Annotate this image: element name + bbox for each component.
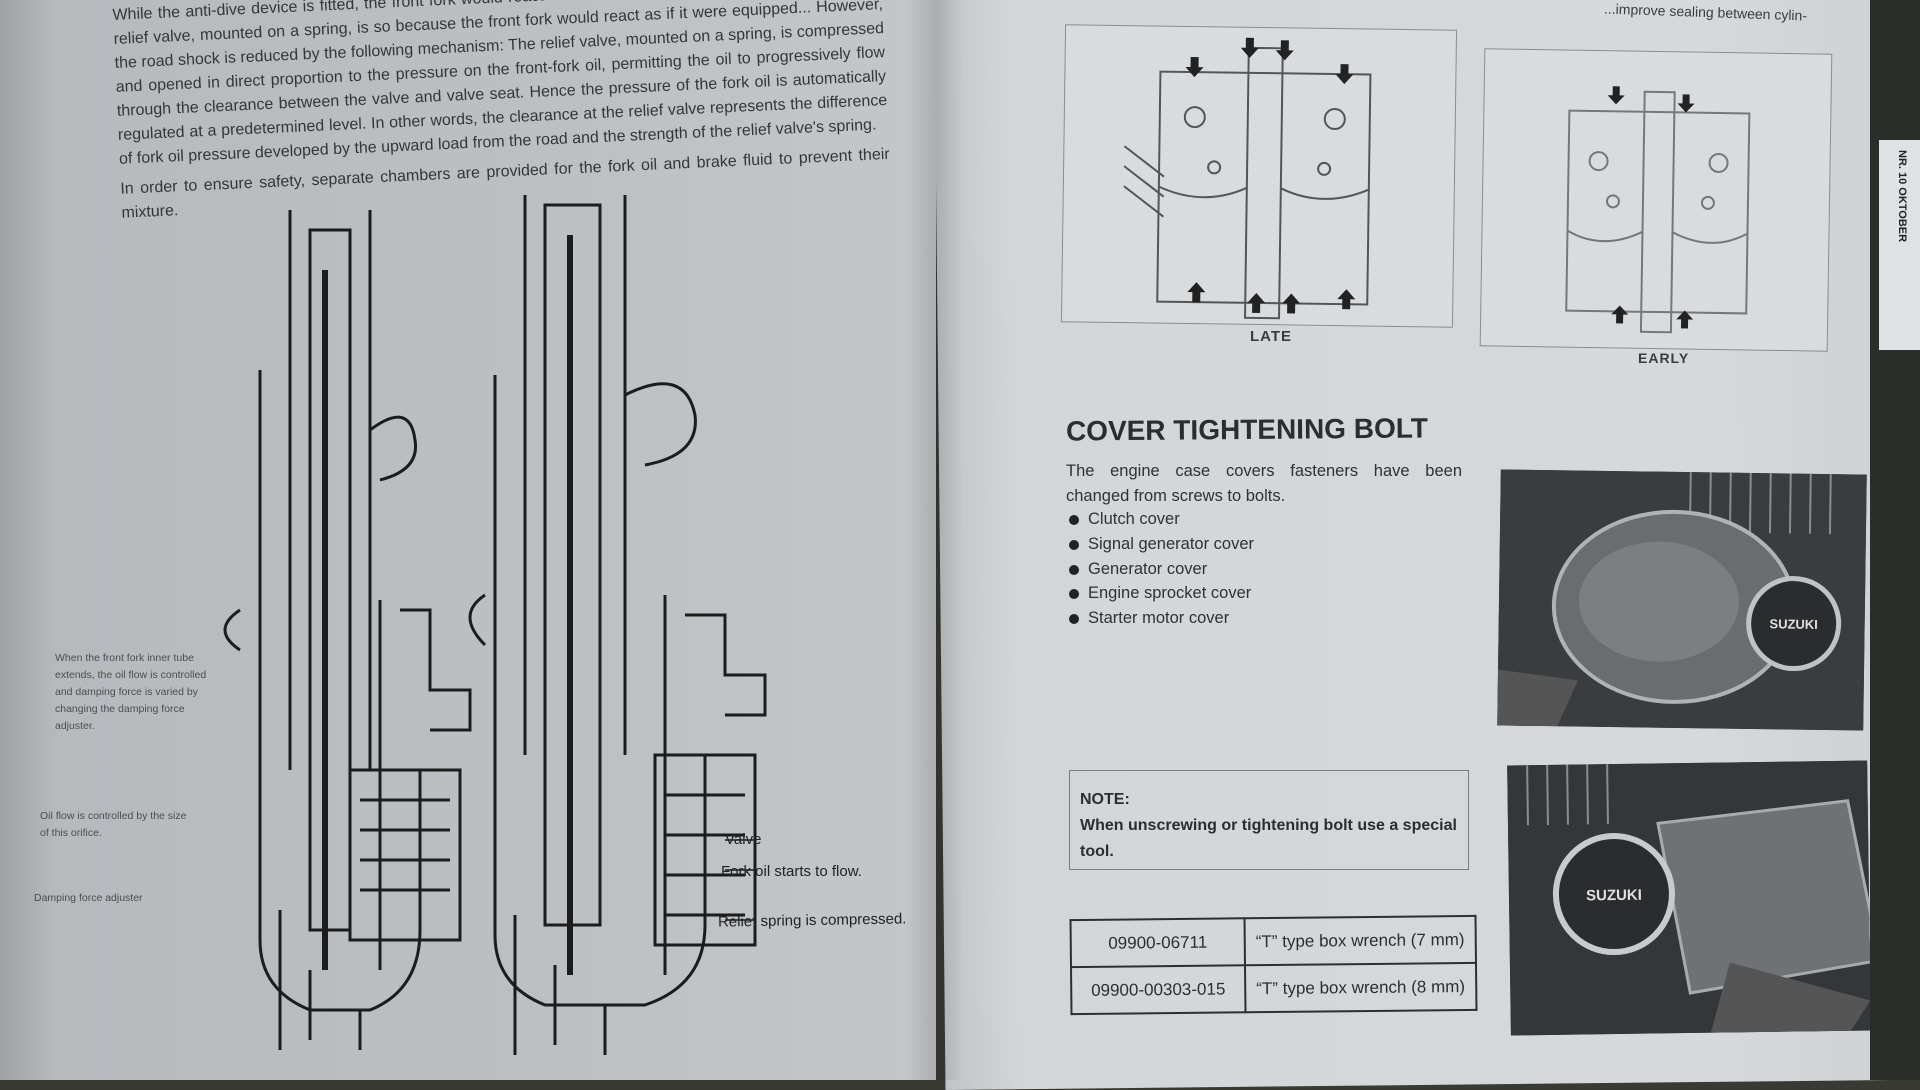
magazine-cover [1879,140,1920,350]
section-paragraph: The engine case covers fasteners have be… [1066,462,1462,505]
note-body: When unscrewing or tightening bolt use a… [1080,817,1457,860]
list-item: Generator cover [1066,557,1254,582]
list-item: Clutch cover [1066,507,1254,532]
section-heading: COVER TIGHTENING BOLT [1065,412,1429,447]
diagram-label-late: LATE [1250,328,1293,345]
cover-list: Clutch cover Signal generator cover Gene… [1066,507,1254,631]
tool-description: “T” type box wrench (7 mm) [1244,915,1476,966]
diagram-late [1060,24,1458,328]
book-gutter [905,0,965,1080]
note-title: NOTE: [1080,791,1130,808]
fork-cutaway-left [223,210,472,1050]
suzuki-logo: SUZUKI [1769,616,1818,632]
magazine-text: NR. 10 OKTOBER [1896,150,1908,243]
part-number: 09900-00303-015 [1071,965,1246,1015]
engine-photo-clutch: SUZUKI [1497,469,1867,731]
engine-photo-generator: SUZUKI [1507,760,1871,1036]
diagram-early [1479,48,1833,352]
tool-description: “T” type box wrench (8 mm) [1245,962,1477,1013]
list-item: Starter motor cover [1066,606,1254,631]
fork-cutaway-right [468,195,767,1055]
part-number: 09900-06711 [1070,918,1246,968]
suzuki-logo: SUZUKI [1586,887,1642,905]
list-item: Engine sprocket cover [1066,581,1254,606]
left-page [0,0,936,1080]
callout-fork-oil: Fork oil starts to flow. [721,863,862,880]
cylinder-head-cover-diagram [1123,37,1372,320]
callout-valve: Valve [725,831,762,848]
list-item: Signal generator cover [1066,532,1254,557]
callout-relief-spring: Relief spring is compressed. [717,910,907,931]
table-row: 09900-00303-015 “T” type box wrench (8 m… [1071,962,1477,1015]
diagram-label-early: EARLY [1638,350,1690,366]
callout-damping-adjuster: Damping force adjuster [34,892,143,904]
table-row: 09900-06711 “T” type box wrench (7 mm) [1070,915,1476,968]
note-box: NOTE: When unscrewing or tightening bolt… [1069,770,1469,870]
intro-paragraph: While the anti-dive device is fitted, th… [112,0,888,168]
callout-inner-tube: When the front fork inner tube extends, … [55,652,207,732]
special-tools-table: 09900-06711 “T” type box wrench (7 mm) 0… [1070,915,1478,1015]
left-intro-text: While the anti-dive device is fitted, th… [112,0,891,226]
cylinder-head-cover-diagram [1565,86,1751,334]
callout-orifice: Oil flow is controlled by the size of th… [40,810,187,839]
